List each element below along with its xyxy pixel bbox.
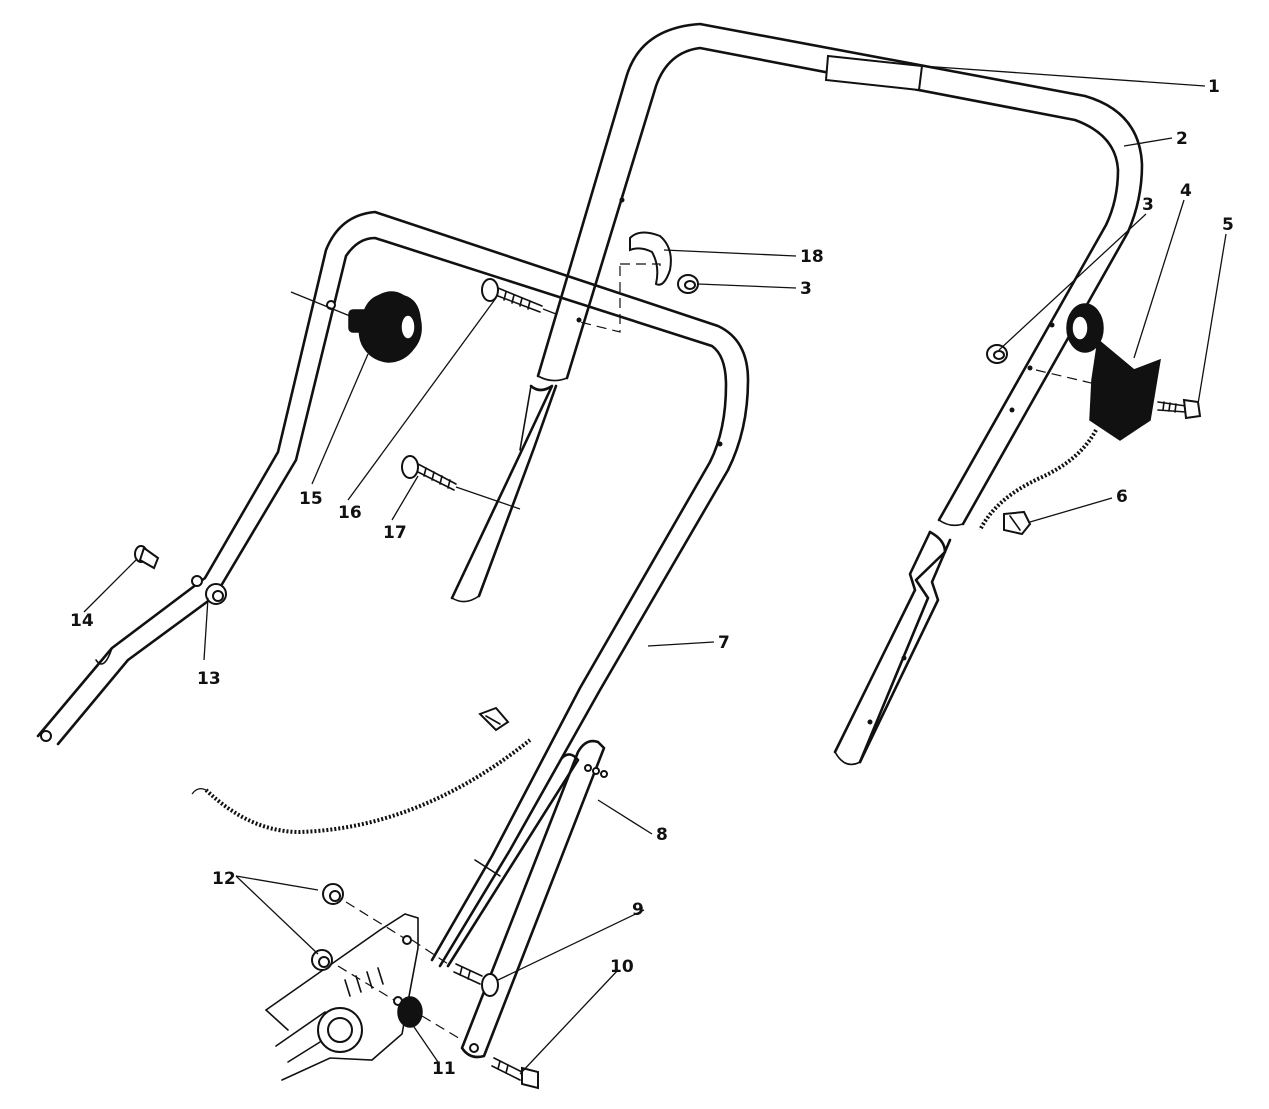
callout-3-center: 3 <box>800 279 812 299</box>
callout-1: 1 <box>1208 77 1220 97</box>
callout-14: 14 <box>70 611 94 631</box>
callout-7: 7 <box>718 633 730 653</box>
callout-15: 15 <box>299 489 323 509</box>
callout-5: 5 <box>1222 215 1234 235</box>
callout-8: 8 <box>656 825 668 845</box>
callout-18: 18 <box>800 247 824 267</box>
bolt-icon-14 <box>134 545 160 570</box>
screw-icon <box>1157 398 1202 420</box>
bolt-icon-9 <box>411 939 499 997</box>
callout-13: 13 <box>197 669 221 689</box>
bolt-icon-10 <box>491 1057 539 1090</box>
nut-icon-3a <box>677 274 699 294</box>
knob-icon <box>290 291 422 363</box>
upper-handle-lower-tube <box>833 530 952 766</box>
callout-6: 6 <box>1116 487 1128 507</box>
carriage-bolt-icon-16 <box>481 278 557 315</box>
callout-12: 12 <box>212 869 236 889</box>
carriage-bolt-icon-17 <box>401 455 521 510</box>
callout-2: 2 <box>1176 129 1188 149</box>
callout-9: 9 <box>632 900 644 920</box>
callout-17: 17 <box>383 523 407 543</box>
center-tube-section <box>450 384 558 603</box>
deck-bracket-icon <box>265 913 419 1081</box>
callout-16: 16 <box>338 503 362 523</box>
cable-clip-icon-6 <box>1003 510 1032 536</box>
throttle-control-icon <box>1035 303 1161 441</box>
callout-4: 4 <box>1180 181 1192 201</box>
upper-cable-icon <box>978 429 1098 531</box>
callout-3-right: 3 <box>1142 195 1154 215</box>
bumper-icon <box>397 996 463 1041</box>
grip-pad-icon <box>824 54 924 92</box>
lower-handle-icon <box>36 210 750 968</box>
handle-brace-icon <box>446 739 608 1059</box>
nut-icon-13 <box>205 583 227 605</box>
callout-10: 10 <box>610 957 634 977</box>
cable-clip-icon <box>478 706 510 732</box>
nut-icon-3b <box>986 344 1008 364</box>
control-cable-icon <box>191 738 532 835</box>
cable-guide-icon <box>579 231 672 333</box>
nut-icon-12a <box>322 883 405 939</box>
leader-lines <box>83 65 1227 1075</box>
upper-handle-icon <box>536 22 1144 527</box>
callout-11: 11 <box>432 1059 456 1079</box>
callout-labels: 1 2 3 4 5 18 3 6 15 16 17 14 13 7 8 12 9… <box>70 77 1234 1079</box>
nut-icon-12b <box>311 949 395 1001</box>
